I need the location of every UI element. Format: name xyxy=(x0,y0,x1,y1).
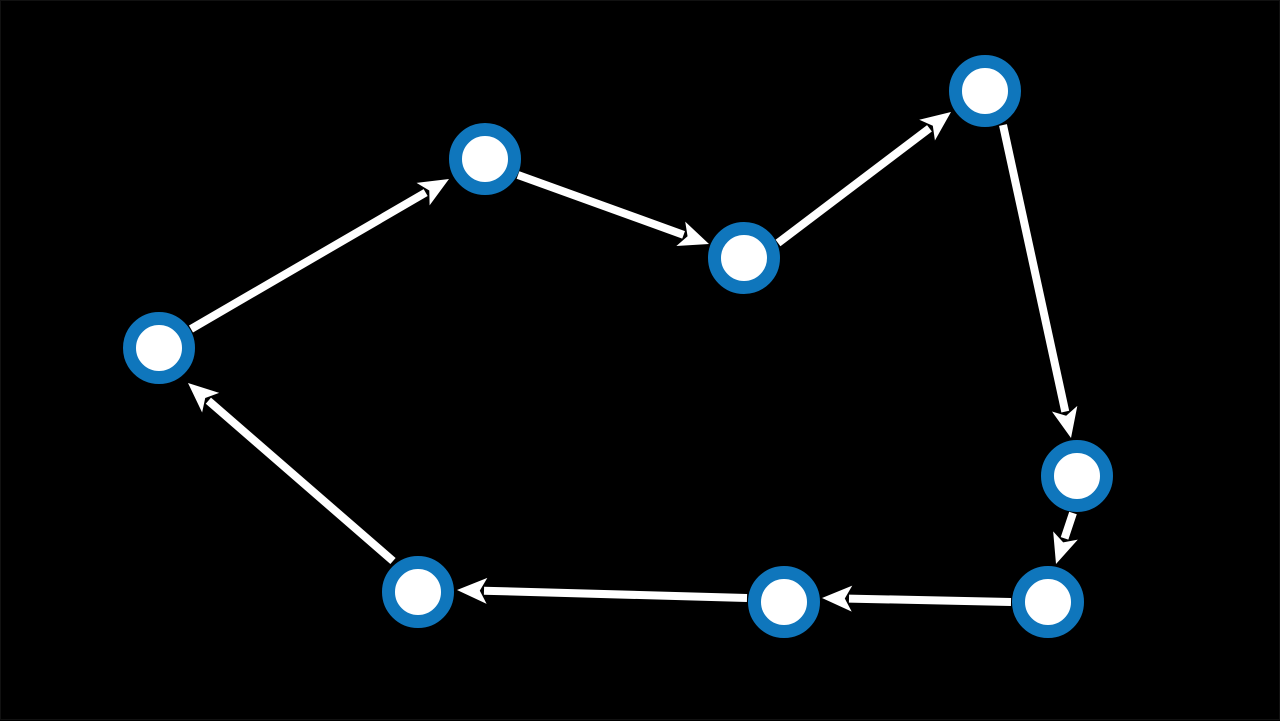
edge-arrowhead-icon xyxy=(676,221,709,247)
edge-shaft xyxy=(1060,511,1077,540)
edge-shaft xyxy=(188,189,428,333)
edge-arrowhead-icon xyxy=(188,383,220,413)
edges-layer xyxy=(188,112,1078,612)
graph-edge[interactable] xyxy=(516,171,709,247)
graph-edge[interactable] xyxy=(188,383,396,565)
edge-shaft xyxy=(848,594,1012,606)
graph-node[interactable] xyxy=(449,123,521,195)
node-circle-icon xyxy=(123,312,195,384)
graph-node[interactable] xyxy=(382,556,454,628)
edge-arrowhead-icon xyxy=(919,112,951,141)
graph-node[interactable] xyxy=(123,312,195,384)
edge-shaft xyxy=(483,586,748,602)
graph-node[interactable] xyxy=(1041,440,1113,512)
edge-arrowhead-icon xyxy=(822,585,853,612)
graph-edge[interactable] xyxy=(999,124,1078,438)
node-circle-icon xyxy=(1012,566,1084,638)
edge-arrowhead-icon xyxy=(1053,531,1078,564)
node-circle-icon xyxy=(708,222,780,294)
node-circle-icon xyxy=(748,566,820,638)
graph-node[interactable] xyxy=(748,566,820,638)
edge-shaft xyxy=(516,171,685,239)
edge-arrowhead-icon xyxy=(416,179,449,206)
node-circle-icon xyxy=(382,556,454,628)
node-circle-icon xyxy=(1041,440,1113,512)
edge-arrowhead-icon xyxy=(1051,405,1078,438)
graph-edge[interactable] xyxy=(822,585,1012,612)
node-circle-icon xyxy=(449,123,521,195)
graph-edge[interactable] xyxy=(775,112,951,247)
edge-shaft xyxy=(775,125,932,247)
edge-shaft xyxy=(205,397,396,565)
graph-edge[interactable] xyxy=(188,179,449,333)
edge-arrowhead-icon xyxy=(457,577,488,604)
node-circle-icon xyxy=(949,55,1021,127)
graph-edge[interactable] xyxy=(1053,511,1078,564)
graph-node[interactable] xyxy=(949,55,1021,127)
graph-node[interactable] xyxy=(1012,566,1084,638)
nodes-layer xyxy=(123,55,1113,638)
graph-edge[interactable] xyxy=(457,577,748,604)
edge-shaft xyxy=(999,124,1070,413)
graph-node[interactable] xyxy=(708,222,780,294)
